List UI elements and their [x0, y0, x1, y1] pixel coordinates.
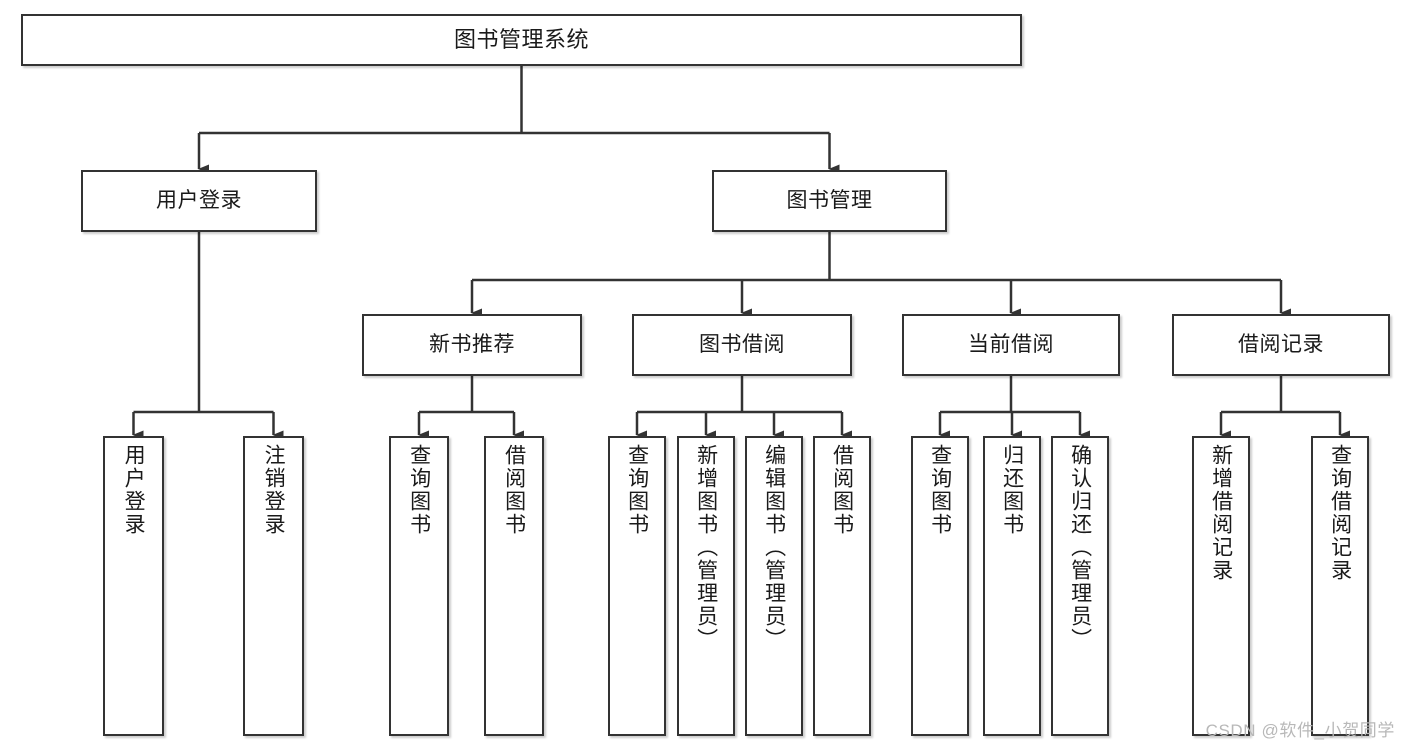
node-root[interactable]: 图书管理系统	[21, 14, 1022, 66]
node-label: 借阅记录	[1238, 332, 1324, 356]
watermark-text: CSDN @软件_小贺同学	[1205, 721, 1395, 740]
node-leaf-borrow-book-1[interactable]: 借阅图书	[484, 436, 544, 736]
node-label: 归还图书	[1000, 444, 1024, 536]
node-book-manage[interactable]: 图书管理	[712, 170, 947, 232]
node-label: 注销登录	[262, 444, 286, 536]
node-label: 用户登录	[122, 444, 146, 536]
node-label: 查询借阅记录	[1328, 444, 1352, 582]
node-label: 借阅图书	[502, 444, 526, 536]
node-label: 新书推荐	[429, 332, 515, 356]
node-user-login[interactable]: 用户登录	[81, 170, 317, 232]
node-label: 当前借阅	[968, 332, 1054, 356]
node-label: 确认归还（管理员）	[1068, 444, 1092, 651]
node-label: 查询图书	[928, 444, 952, 536]
node-label: 查询图书	[407, 444, 431, 536]
node-leaf-user-login[interactable]: 用户登录	[103, 436, 164, 736]
node-leaf-add-book[interactable]: 新增图书（管理员）	[677, 436, 735, 736]
node-label: 图书管理	[786, 188, 873, 212]
node-label: 借阅图书	[830, 444, 854, 536]
node-label: 编辑图书（管理员）	[762, 444, 786, 651]
node-label: 图书管理系统	[453, 27, 589, 53]
node-label: 新增图书（管理员）	[694, 444, 718, 651]
node-leaf-confirm-return[interactable]: 确认归还（管理员）	[1051, 436, 1109, 736]
node-book-borrow[interactable]: 图书借阅	[632, 314, 852, 376]
node-leaf-borrow-book-2[interactable]: 借阅图书	[813, 436, 871, 736]
node-label: 用户登录	[156, 188, 242, 212]
node-borrow-record[interactable]: 借阅记录	[1172, 314, 1390, 376]
node-label: 图书借阅	[699, 332, 785, 356]
node-label: 查询图书	[625, 444, 649, 536]
node-leaf-query-book-3[interactable]: 查询图书	[911, 436, 969, 736]
node-label: 新增借阅记录	[1209, 444, 1233, 582]
node-leaf-query-book-2[interactable]: 查询图书	[608, 436, 666, 736]
node-new-book-recommend[interactable]: 新书推荐	[362, 314, 582, 376]
node-leaf-add-record[interactable]: 新增借阅记录	[1192, 436, 1250, 736]
node-current-borrow[interactable]: 当前借阅	[902, 314, 1120, 376]
node-leaf-edit-book[interactable]: 编辑图书（管理员）	[745, 436, 803, 736]
node-leaf-return-book[interactable]: 归还图书	[983, 436, 1041, 736]
node-leaf-query-record[interactable]: 查询借阅记录	[1311, 436, 1369, 736]
node-leaf-query-book-1[interactable]: 查询图书	[389, 436, 449, 736]
node-leaf-logout[interactable]: 注销登录	[243, 436, 304, 736]
